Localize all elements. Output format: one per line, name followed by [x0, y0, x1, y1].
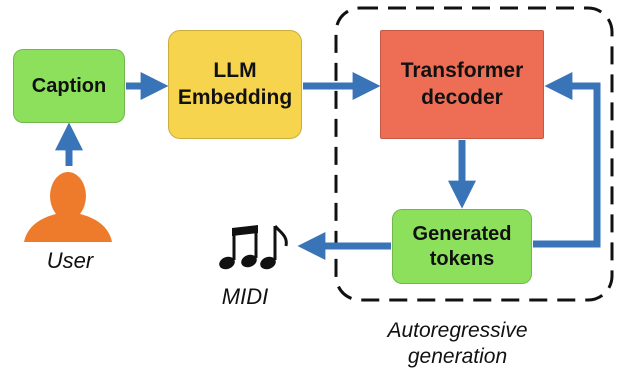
- caption-node: Caption: [13, 49, 125, 123]
- llm-embedding-node-label: LLM Embedding: [177, 59, 293, 109]
- user-label: User: [46, 248, 94, 273]
- person-silhouette-icon: [24, 172, 112, 242]
- autoregressive-generation-label: Autoregressive generation: [387, 319, 528, 369]
- music-notes-icon: [219, 225, 288, 270]
- midi-label: MIDI: [221, 284, 269, 309]
- generated-tokens-node-label: Generated tokens: [412, 222, 512, 270]
- caption-node-label: Caption: [31, 74, 107, 97]
- arrow-feedback-loop: [533, 72, 601, 248]
- llm-embedding-node: LLM Embedding: [168, 30, 302, 139]
- transformer-decoder-node-label: Transformer decoder: [400, 59, 524, 109]
- generated-tokens-node: Generated tokens: [392, 209, 532, 284]
- transformer-decoder-node: Transformer decoder: [380, 30, 544, 139]
- autoregressive-region: [334, 6, 614, 302]
